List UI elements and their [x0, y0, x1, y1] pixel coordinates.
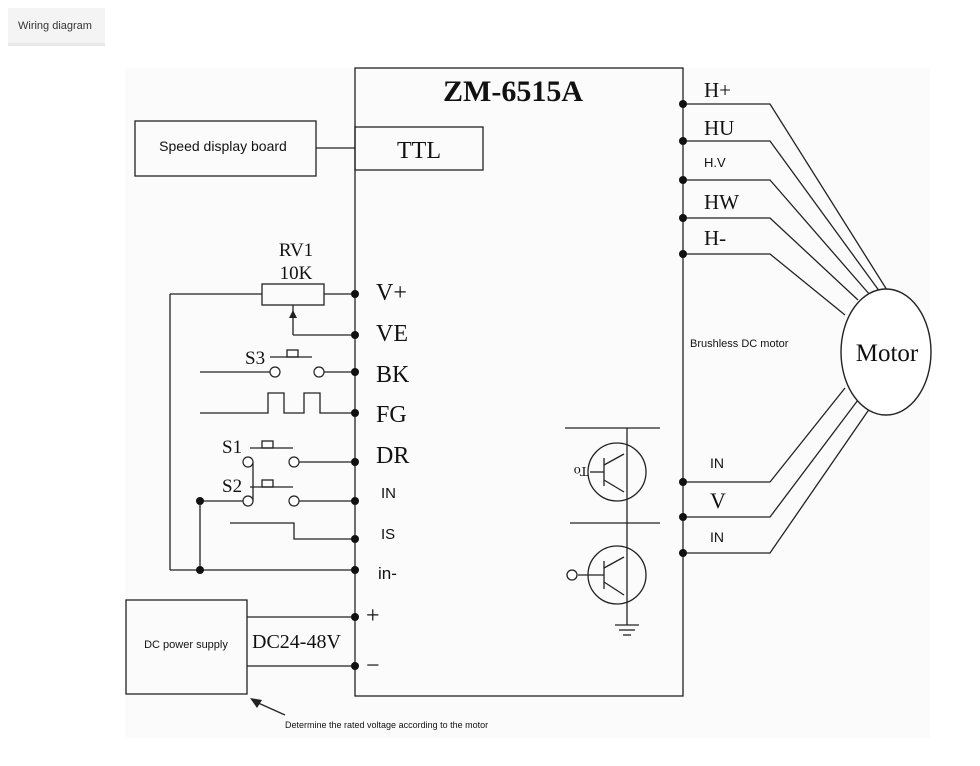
- pin-bk: BK: [376, 362, 410, 388]
- motor-circle: [840, 288, 932, 416]
- pin-h-plus: H+: [704, 78, 731, 102]
- switch-s2-label: S2: [222, 476, 242, 497]
- rv1-name: RV1: [279, 240, 313, 261]
- switch-s3-label: S3: [245, 348, 265, 369]
- pin-in-minus: in-: [378, 564, 397, 583]
- ttl-label: TTL: [397, 138, 441, 164]
- voltage-note: Determine the rated voltage according to…: [285, 720, 488, 730]
- pin-h-minus: H-: [704, 226, 726, 250]
- motor-label: Motor: [856, 340, 919, 367]
- tab-label: Wiring diagram: [18, 20, 92, 32]
- pin-plus: +: [366, 603, 380, 629]
- pin-ve: VE: [376, 321, 408, 347]
- pin-fg: FG: [376, 402, 407, 428]
- pin-dr: DR: [376, 443, 409, 469]
- diagram-background: [125, 68, 930, 738]
- pin-phase-in-2: IN: [710, 529, 724, 545]
- transistor-to-label: To: [574, 463, 589, 478]
- pin-hu: HU: [704, 116, 734, 140]
- power-supply-box: [125, 599, 248, 695]
- note-arrow: [255, 701, 286, 716]
- upper-transistor-circle: [587, 442, 647, 502]
- rv1-value: 10K: [280, 263, 313, 284]
- pin-in: IN: [381, 485, 396, 502]
- controller-box: [354, 67, 684, 697]
- pin-phase-v: V: [710, 488, 726, 513]
- tab-wiring-diagram[interactable]: Wiring diagram: [8, 8, 105, 46]
- controller-model: ZM-6515A: [443, 75, 583, 108]
- power-voltage: DC24-48V: [252, 631, 341, 653]
- motor-type-label: Brushless DC motor: [690, 338, 789, 350]
- speed-display-label: Speed display board: [159, 138, 287, 154]
- power-supply-label: DC power supply: [144, 639, 228, 651]
- pin-phase-in-1: IN: [710, 455, 724, 471]
- switch-s1-label: S1: [222, 437, 242, 458]
- pin-minus: −: [366, 653, 380, 679]
- pin-hv: H.V: [704, 155, 726, 170]
- pin-v-plus: V+: [376, 280, 407, 306]
- pin-is: IS: [381, 526, 395, 543]
- pin-hw: HW: [704, 190, 739, 214]
